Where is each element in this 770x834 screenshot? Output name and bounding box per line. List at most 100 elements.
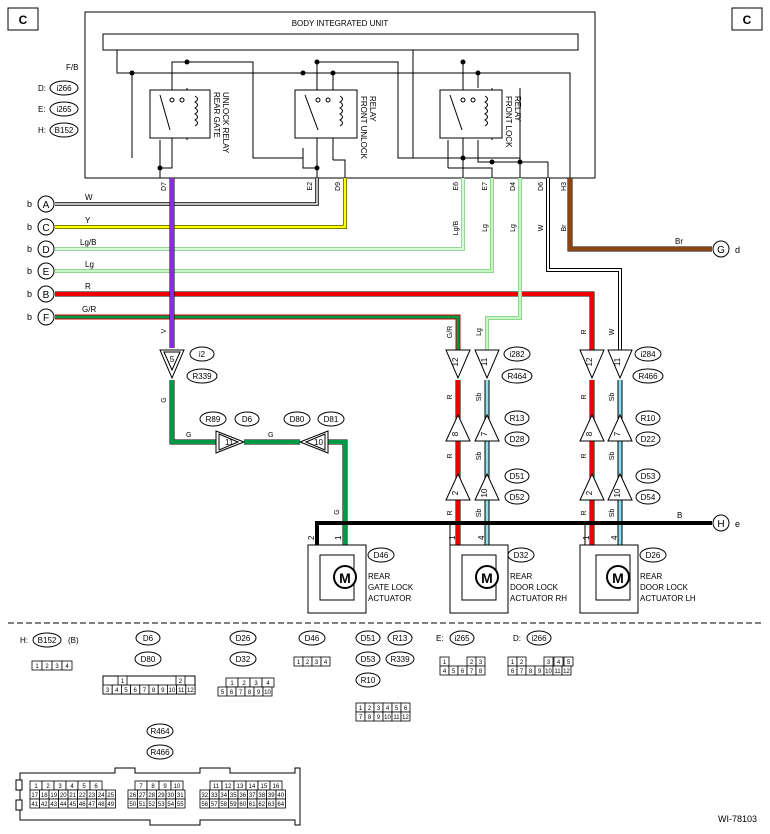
svg-text:R: R <box>581 510 588 515</box>
pin-number: 11 <box>393 715 400 721</box>
pin-number: 8 <box>248 690 252 696</box>
svg-text:M: M <box>339 570 351 586</box>
svg-text:D51: D51 <box>510 472 525 481</box>
pin-number: 22 <box>79 793 86 799</box>
svg-text:i266: i266 <box>531 634 547 643</box>
pin-number: 7 <box>470 669 474 675</box>
harness-connector-b: b B R <box>27 282 91 303</box>
harness-connector-e: b E Lg <box>27 260 94 280</box>
pin-number: 7 <box>520 669 524 675</box>
svg-text:M: M <box>481 570 493 586</box>
pin-number: 17 <box>31 793 38 799</box>
svg-text:D53: D53 <box>641 472 656 481</box>
svg-text:Sb: Sb <box>476 452 483 461</box>
vertical-wire-labels: Lg/B Lg Lg W Br V G G G G G/R Lg R W R R… <box>161 220 616 517</box>
inline-connector-i282: 12 11 i282 R464 <box>445 346 533 384</box>
pin-number: 3 <box>479 660 483 666</box>
svg-text:E7: E7 <box>482 182 489 191</box>
pin-number: 3 <box>315 660 319 666</box>
svg-text:4: 4 <box>477 535 486 540</box>
pin-number: 45 <box>69 802 76 808</box>
svg-text:Lg/B: Lg/B <box>80 238 96 247</box>
pin-number: 23 <box>88 793 95 799</box>
svg-text:Br: Br <box>561 224 568 232</box>
svg-text:11: 11 <box>613 357 622 366</box>
pin-number: 35 <box>230 793 237 799</box>
svg-text:D32: D32 <box>236 655 251 664</box>
pin-number: 13 <box>237 784 244 790</box>
pin-number: 8 <box>152 688 156 694</box>
pin-number: 64 <box>277 802 284 808</box>
unit-connector-tags: D: i266 E: i265 H: B152 <box>38 80 79 138</box>
relay-1-label-2: UNLOCK RELAY <box>221 92 230 154</box>
svg-text:i284: i284 <box>640 350 656 359</box>
svg-text:G: G <box>186 432 191 439</box>
svg-text:i282: i282 <box>509 350 525 359</box>
svg-text:E:: E: <box>38 105 46 114</box>
pin-number: 5 <box>395 706 399 712</box>
pin-number: 43 <box>50 802 57 808</box>
pin-number: 55 <box>177 802 184 808</box>
harness-connector-f: b F G/R <box>27 305 96 326</box>
pin-number: 10 <box>174 784 181 790</box>
pin-number: 14 <box>249 784 256 790</box>
svg-text:D80: D80 <box>290 415 305 424</box>
svg-text:Sb: Sb <box>609 393 616 402</box>
relay-3-label-1: FRONT LOCK <box>504 96 513 148</box>
pin-number: 12 <box>563 669 570 675</box>
svg-text:M: M <box>612 570 624 586</box>
pin-number: 9 <box>161 688 165 694</box>
pin-number: 7 <box>139 784 143 790</box>
pin-cell <box>561 665 572 676</box>
svg-text:7: 7 <box>613 431 622 436</box>
svg-text:E:: E: <box>436 634 444 643</box>
svg-text:8: 8 <box>585 431 594 436</box>
pin-cell <box>262 686 273 697</box>
svg-text:Sb: Sb <box>476 509 483 518</box>
pin-number: 3 <box>55 664 59 670</box>
pin-number: 12 <box>402 715 409 721</box>
svg-text:i2: i2 <box>199 350 206 359</box>
svg-text:D81: D81 <box>324 415 339 424</box>
svg-text:D22: D22 <box>641 435 656 444</box>
inline-connectors: 5 i2 R339 11 R89 D6 10 D80 D81 <box>159 346 664 505</box>
svg-text:D:: D: <box>513 634 521 643</box>
pin-number: 49 <box>107 802 114 808</box>
pin-number: 11 <box>213 784 220 790</box>
svg-text:i265: i265 <box>454 634 470 643</box>
svg-text:R10: R10 <box>641 414 656 423</box>
svg-text:GATE LOCK: GATE LOCK <box>368 583 414 592</box>
svg-text:E2: E2 <box>307 182 314 191</box>
svg-text:b: b <box>27 244 32 254</box>
pin-number: 24 <box>98 793 105 799</box>
pin-number: 9 <box>538 669 542 675</box>
svg-text:R: R <box>85 282 91 291</box>
svg-text:H3: H3 <box>561 182 568 191</box>
connector-g: Br G d <box>675 237 740 258</box>
pin-number: 36 <box>239 793 246 799</box>
pin-number: 33 <box>211 793 218 799</box>
svg-text:b: b <box>27 289 32 299</box>
pin-number: 5 <box>567 660 571 666</box>
relay-2-label-2: RELAY <box>368 96 377 122</box>
pin-number: 6 <box>230 690 234 696</box>
svg-text:2: 2 <box>451 490 460 495</box>
pin-number: 2 <box>306 660 310 666</box>
svg-text:B152: B152 <box>38 636 57 645</box>
pin-number: 1 <box>35 664 39 670</box>
svg-text:Sb: Sb <box>476 393 483 402</box>
svg-text:1: 1 <box>448 535 457 540</box>
svg-text:E: E <box>43 267 50 278</box>
pin-number: 12 <box>187 688 194 694</box>
pin-number: 30 <box>167 793 174 799</box>
connector-h: B H e <box>677 511 740 532</box>
pin-number: 53 <box>158 802 165 808</box>
svg-text:1: 1 <box>582 535 591 540</box>
svg-text:G/R: G/R <box>447 326 454 338</box>
svg-text:H:: H: <box>20 636 28 645</box>
